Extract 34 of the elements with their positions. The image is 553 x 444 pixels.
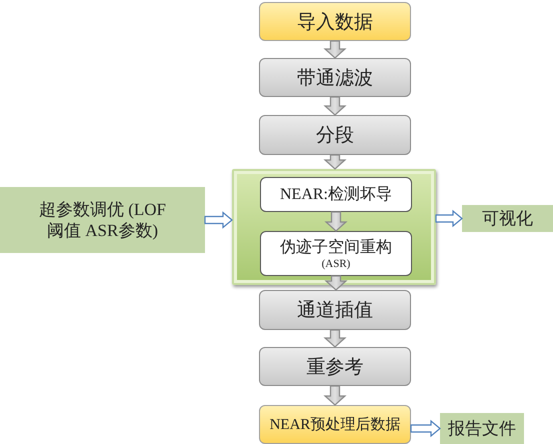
data-box [259,2,411,41]
group-panel [232,169,436,285]
block-arrow [323,385,347,406]
block-arrow [204,211,233,229]
node-label: 报告文件 [448,418,516,440]
node-label: 可视化 [482,208,533,230]
process-box [260,177,412,212]
block-arrow [410,420,441,438]
node-label: 带通滤波 [297,66,373,90]
process-box [259,58,411,97]
block-arrow [323,40,347,59]
node-label: NEAR:检测坏导 [280,185,392,205]
note-box [462,205,553,232]
node-label: 伪迹子空间重构 [280,238,392,258]
note-box [440,413,524,444]
node-label: 导入数据 [297,10,373,34]
process-box [259,115,411,155]
data-box [259,405,411,444]
node-label: 重参考 [306,356,364,380]
block-arrow [435,210,463,228]
node-label: 通道插值 [297,299,373,323]
note-box [0,187,205,253]
block-arrow [324,211,348,232]
process-box [260,231,412,276]
block-arrow [323,329,347,348]
node-label: 超参数调优 (LOF阈值 ASR参数) [38,198,168,242]
block-arrow [323,96,347,116]
block-arrow [324,275,348,291]
process-box [259,290,411,330]
sub-label: (ASR) [322,258,350,270]
node-label: 分段 [316,124,354,148]
block-arrow [323,154,347,170]
process-box [259,347,411,386]
node-label: NEAR预处理后数据 [270,416,400,434]
